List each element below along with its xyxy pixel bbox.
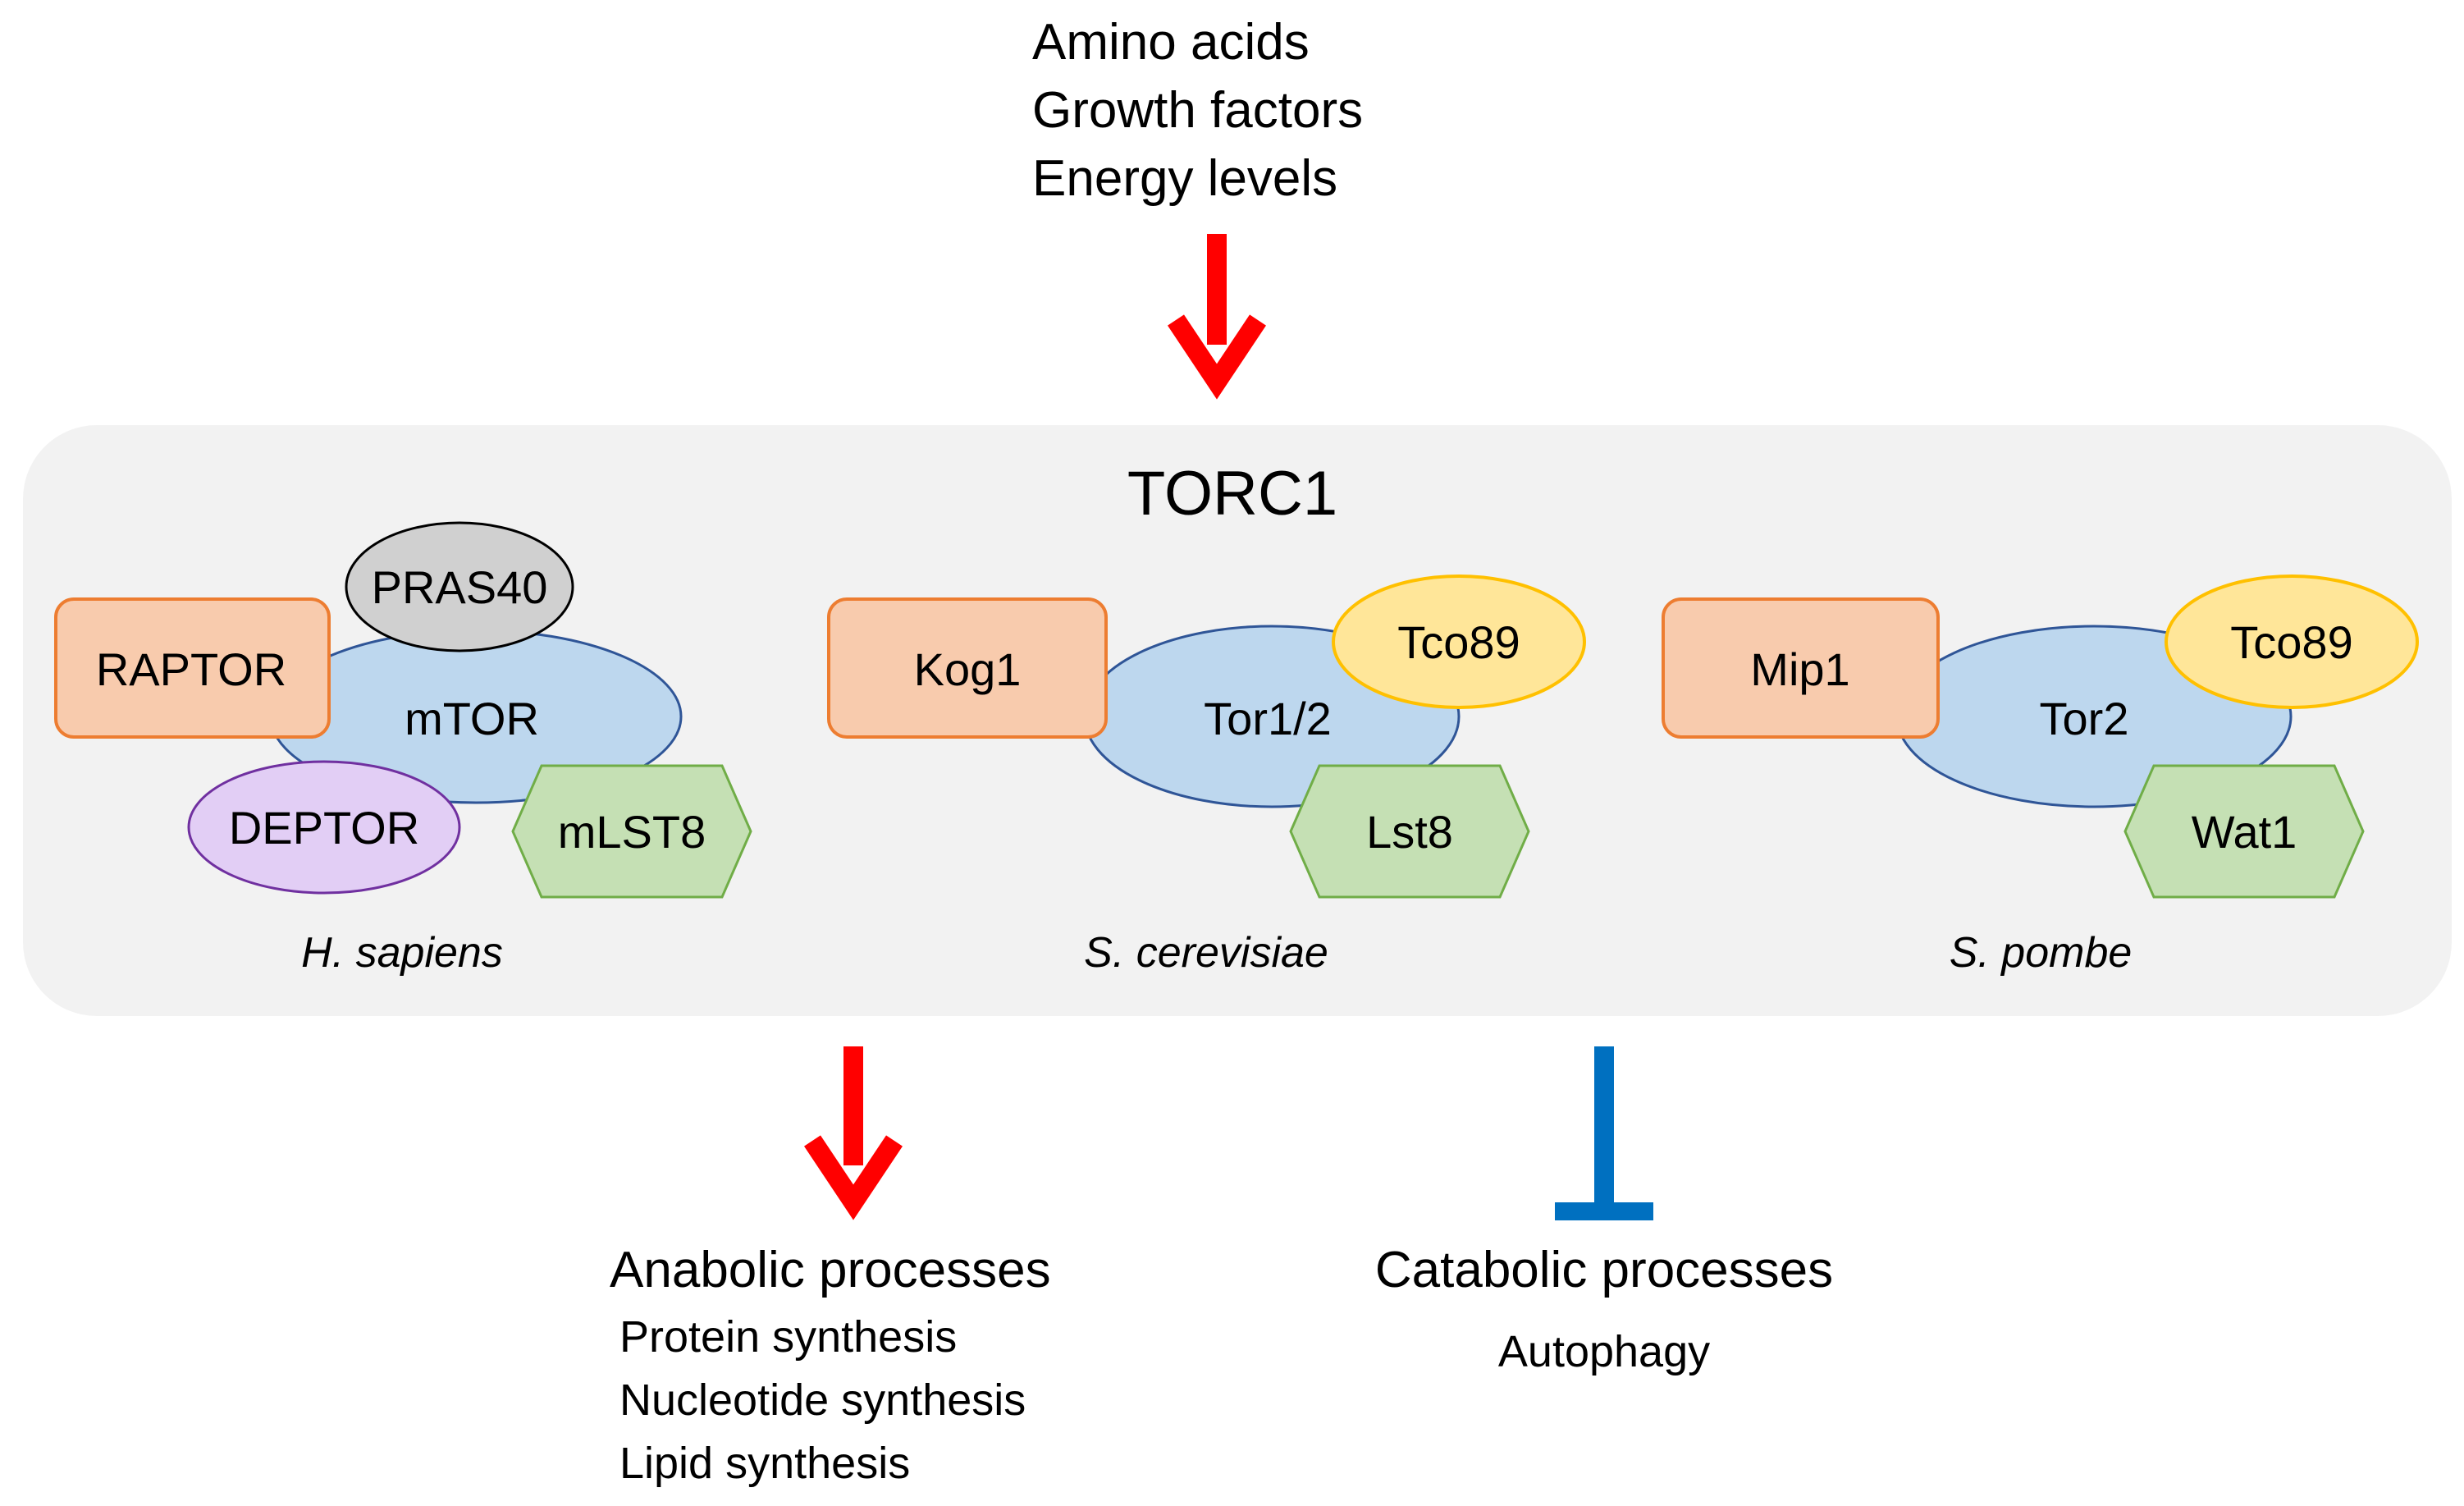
- mip1-label: Mip1: [1750, 643, 1849, 695]
- input-growth-factors: Growth factors: [1032, 82, 1363, 139]
- mlst8-label: mLST8: [558, 806, 706, 858]
- tco89-label-sc: Tco89: [1397, 616, 1520, 668]
- kog1-node: [827, 597, 1108, 739]
- wat1-node: [2123, 764, 2365, 899]
- input-energy-levels: Energy levels: [1032, 150, 1337, 207]
- catabolic-item-autophagy: Autophagy: [1498, 1327, 1710, 1376]
- lst8-label: Lst8: [1366, 806, 1453, 858]
- complex-s-pombe: Tor2 Mip1 Tco89 Wat1 S. pombe: [1662, 574, 2419, 977]
- anabolic-item-nucleotide-synthesis: Nucleotide synthesis: [619, 1376, 1026, 1425]
- complex-s-cerevisiae: Tor1/2 Kog1 Tco89 Lst8 S. cerevisiae: [827, 574, 1586, 977]
- wat1-label: Wat1: [2192, 806, 2297, 858]
- catabolic-title: Catabolic processes: [1375, 1242, 1833, 1298]
- pras40-label: PRAS40: [372, 561, 548, 613]
- anabolic-activation-arrow: [804, 1046, 903, 1220]
- complex-h-sapiens: mTOR RAPTOR PRAS40 DEPTOR mLST8 H. sapie…: [54, 521, 752, 977]
- input-activation-arrow: [1168, 234, 1266, 400]
- anabolic-item-protein-synthesis: Protein synthesis: [619, 1312, 957, 1362]
- anabolic-outputs: Anabolic processes Protein synthesis Nuc…: [610, 1242, 1051, 1488]
- tco89-node-sp: [2165, 574, 2419, 709]
- raptor-node: [54, 597, 331, 739]
- species-label-s-cerevisiae: S. cerevisiae: [1084, 929, 1328, 977]
- kog1-label: Kog1: [914, 643, 1022, 695]
- deptor-label: DEPTOR: [229, 802, 419, 854]
- tco89-label-sp: Tco89: [2230, 616, 2352, 668]
- species-label-h-sapiens: H. sapiens: [301, 929, 503, 977]
- mtor-label: mTOR: [405, 693, 539, 744]
- tor2-label: Tor2: [2040, 693, 2129, 744]
- catabolic-inhibition-bar: [1555, 1046, 1653, 1220]
- deptor-node: [187, 760, 461, 895]
- tco89-node-sc: [1332, 574, 1586, 709]
- mlst8-node: [511, 764, 752, 899]
- anabolic-item-lipid-synthesis: Lipid synthesis: [619, 1439, 910, 1488]
- upstream-inputs: Amino acids Growth factors Energy levels: [1032, 14, 1363, 207]
- mip1-node: [1662, 597, 1940, 739]
- anabolic-title: Anabolic processes: [610, 1242, 1051, 1298]
- input-amino-acids: Amino acids: [1032, 14, 1310, 71]
- species-label-s-pombe: S. pombe: [1950, 929, 2133, 977]
- tor1-2-label: Tor1/2: [1204, 693, 1332, 744]
- complex-title: TORC1: [1127, 459, 1337, 529]
- lst8-node: [1289, 764, 1530, 899]
- catabolic-outputs: Catabolic processes Autophagy: [1375, 1242, 1833, 1376]
- pras40-node: [345, 521, 574, 652]
- raptor-label: RAPTOR: [96, 643, 286, 695]
